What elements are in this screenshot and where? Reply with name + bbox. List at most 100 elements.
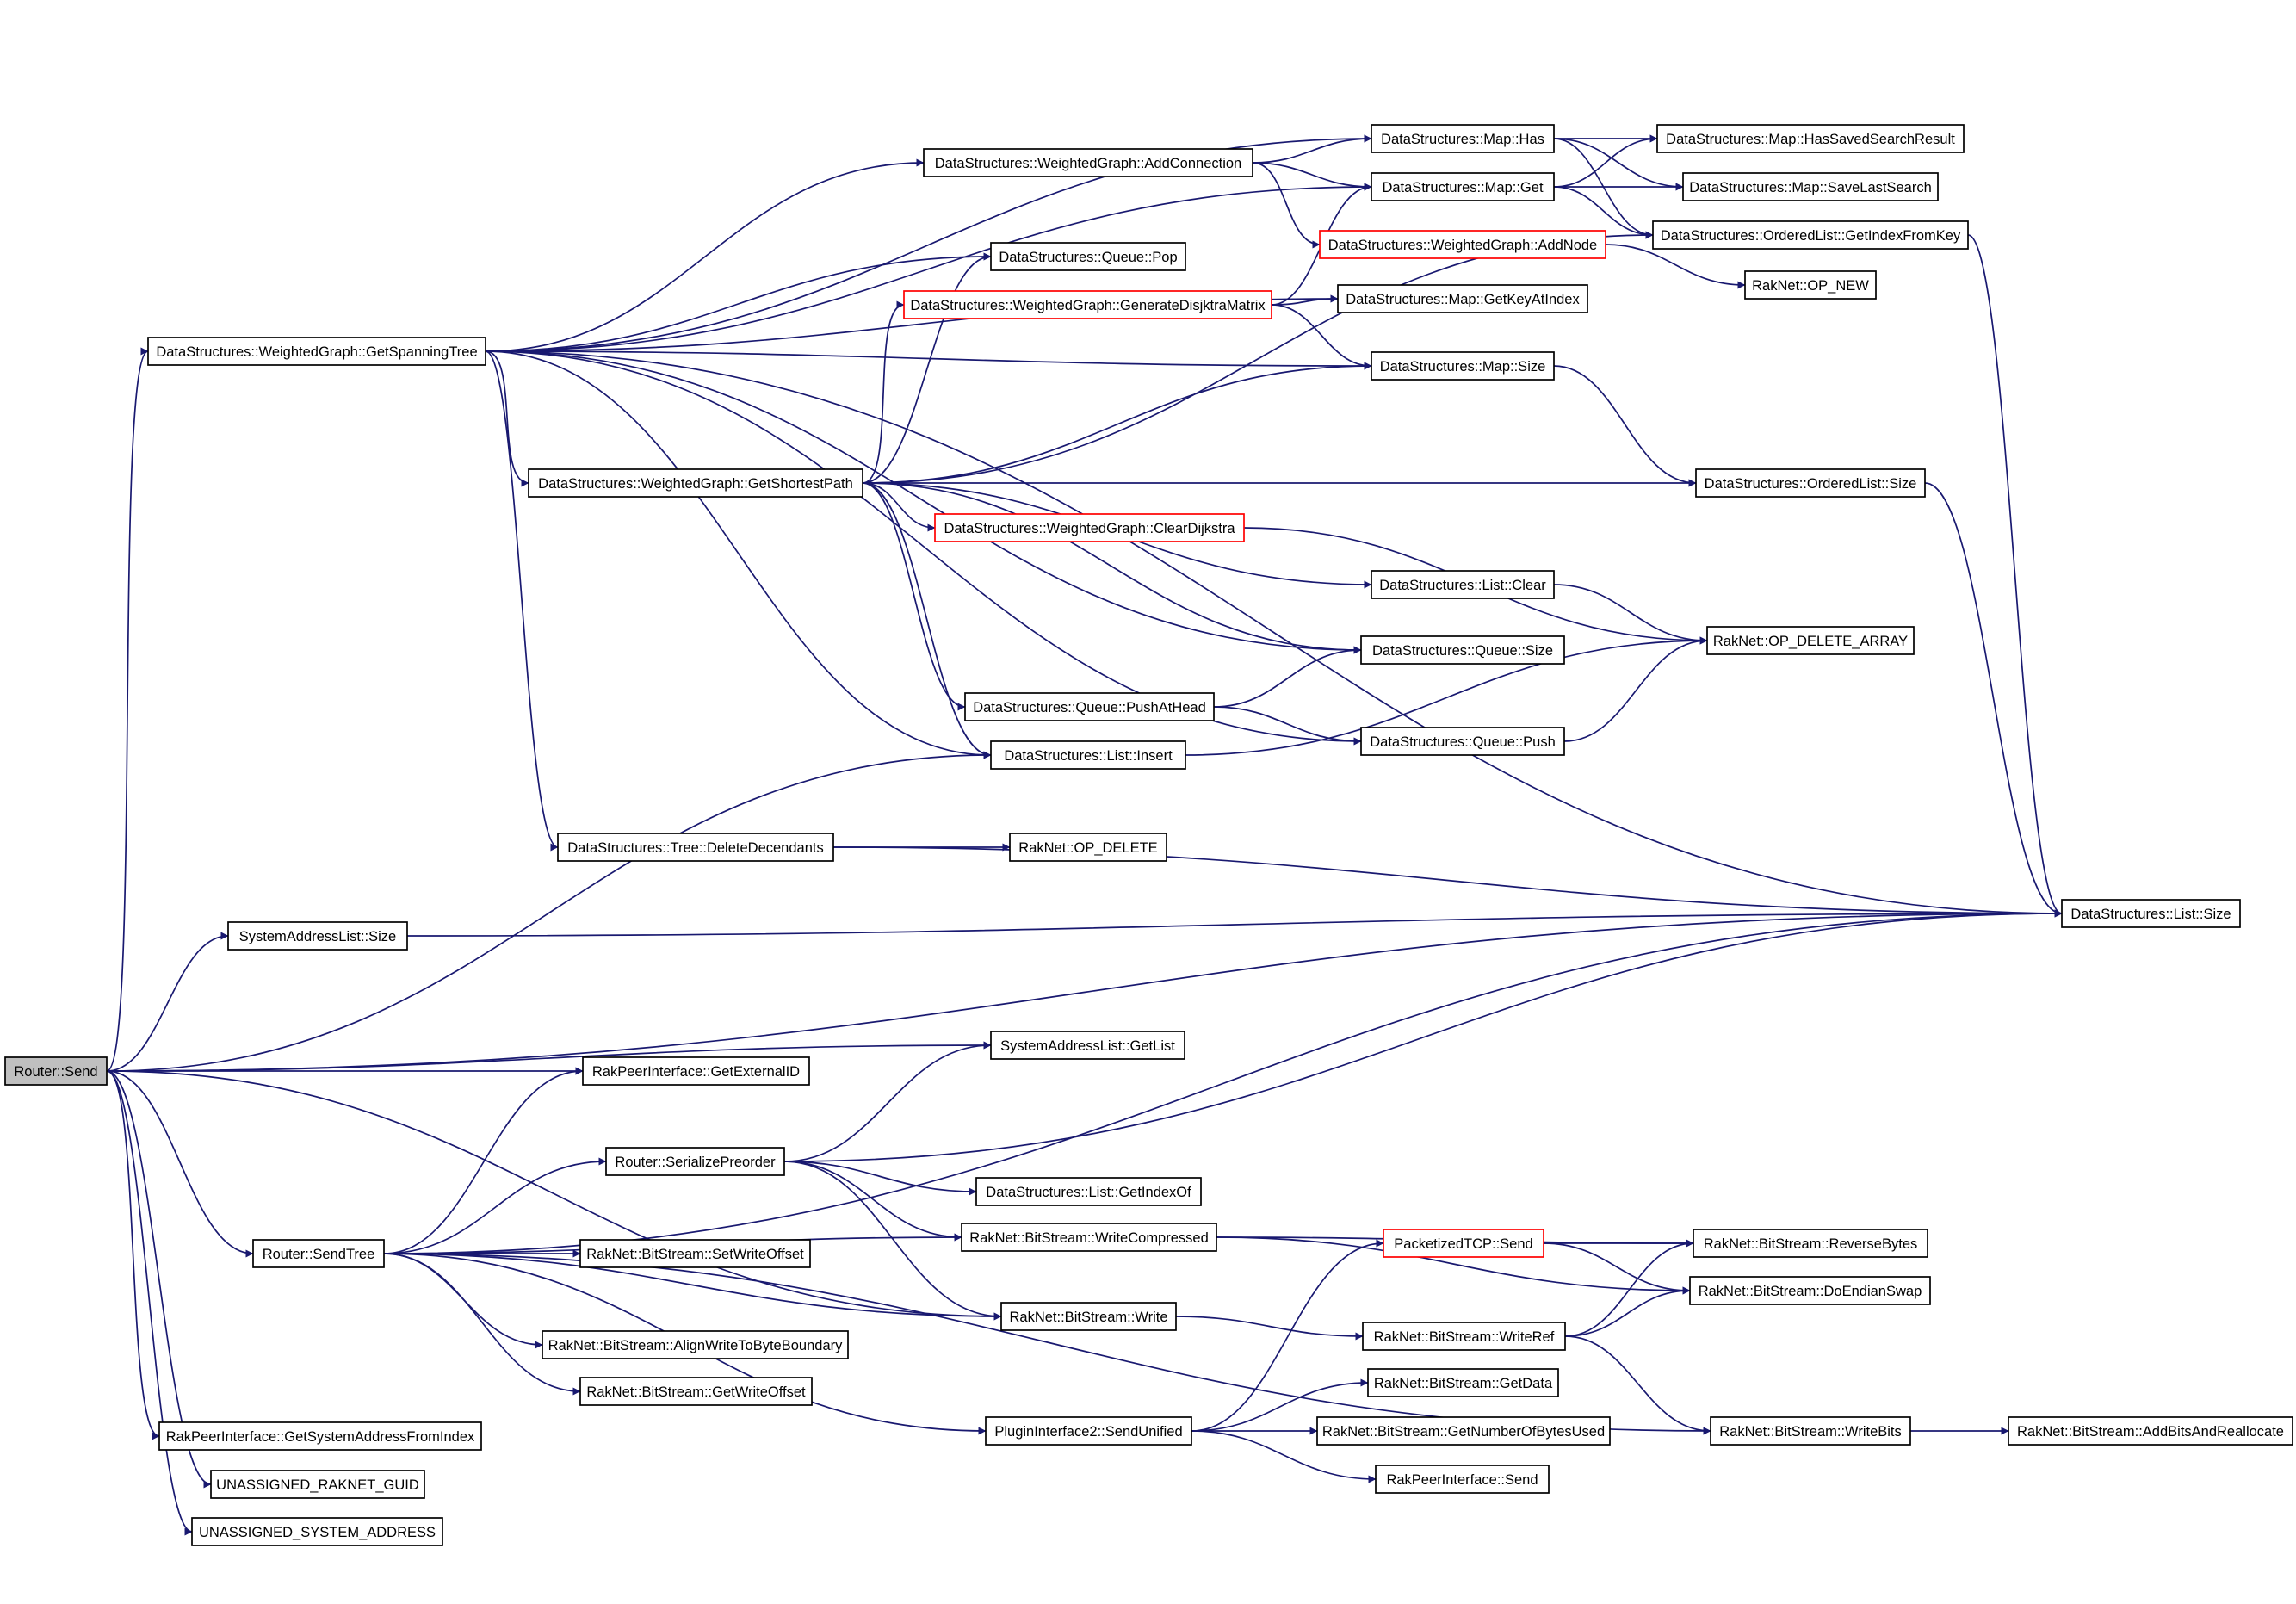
node-wg-addconnection[interactable]: DataStructures::WeightedGraph::AddConnec… — [923, 148, 1253, 177]
node-unassigned-sysaddr[interactable]: UNASSIGNED_SYSTEM_ADDRESS — [191, 1517, 443, 1546]
node-label: Router::SendTree — [263, 1247, 375, 1262]
node-label: DataStructures::Map::Get — [1382, 180, 1543, 195]
node-map-hassavedsearchresult[interactable]: DataStructures::Map::HasSavedSearchResul… — [1656, 124, 1965, 153]
node-bs-alignwrite[interactable]: RakNet::BitStream::AlignWriteToByteBound… — [542, 1330, 849, 1359]
node-raknet-op-new[interactable]: RakNet::OP_NEW — [1744, 270, 1877, 300]
node-box — [975, 1177, 1202, 1206]
node-bs-writebits[interactable]: RakNet::BitStream::WriteBits — [1710, 1416, 1911, 1446]
node-label: RakNet::OP_DELETE_ARRAY — [1713, 634, 1908, 649]
node-list-insert[interactable]: DataStructures::List::Insert — [990, 740, 1186, 770]
node-box — [605, 1147, 785, 1176]
node-label: DataStructures::Map::Has — [1381, 132, 1544, 147]
node-wg-cleardijkstra[interactable]: DataStructures::WeightedGraph::ClearDijk… — [934, 513, 1245, 542]
node-box — [579, 1377, 813, 1406]
edge-wg-getshortestpath-to-queue-size — [862, 482, 1362, 654]
node-router-sendtree[interactable]: Router::SendTree — [252, 1239, 385, 1268]
node-box — [528, 468, 863, 498]
node-box — [1744, 270, 1877, 300]
node-bs-getwriteoffset[interactable]: RakNet::BitStream::GetWriteOffset — [579, 1377, 813, 1406]
node-box — [1656, 124, 1965, 153]
node-bs-reversebytes[interactable]: RakNet::BitStream::ReverseBytes — [1693, 1229, 1928, 1258]
node-box — [4, 1056, 108, 1086]
node-list-clear[interactable]: DataStructures::List::Clear — [1371, 570, 1555, 599]
edge-orderedlist-size-to-list-size — [1924, 482, 2063, 918]
node-bs-doendianswap[interactable]: RakNet::BitStream::DoEndianSwap — [1689, 1276, 1931, 1305]
node-orderedlist-size[interactable]: DataStructures::OrderedList::Size — [1695, 468, 1926, 498]
node-systemaddresslist-size[interactable]: SystemAddressList::Size — [227, 921, 408, 951]
edge-bs-writeref-to-bs-reversebytes — [1564, 1239, 1694, 1337]
node-wg-getshortestpath[interactable]: DataStructures::WeightedGraph::GetShorte… — [528, 468, 863, 498]
node-map-has[interactable]: DataStructures::Map::Has — [1371, 124, 1555, 153]
edge-router-serializepreorder-to-bs-write — [783, 1161, 1002, 1321]
node-box — [252, 1239, 385, 1268]
node-wg-generatematrix[interactable]: DataStructures::WeightedGraph::GenerateD… — [903, 290, 1272, 319]
node-box — [2061, 899, 2241, 928]
node-wg-addnode[interactable]: DataStructures::WeightedGraph::AddNode — [1319, 230, 1606, 259]
node-label: DataStructures::Tree::DeleteDecendants — [567, 840, 823, 856]
node-bs-addbitsandreallocate[interactable]: RakNet::BitStream::AddBitsAndReallocate — [2008, 1416, 2293, 1446]
node-box — [1009, 833, 1167, 862]
node-queue-size[interactable]: DataStructures::Queue::Size — [1360, 635, 1565, 665]
edge-map-size-to-orderedlist-size — [1553, 365, 1697, 487]
node-bs-writeref[interactable]: RakNet::BitStream::WriteRef — [1362, 1322, 1566, 1351]
edge-wg-getshortestpath-to-wg-generatematrix — [862, 300, 905, 484]
edge-wg-addconnection-to-map-has — [1252, 134, 1372, 164]
node-label: RakNet::BitStream::AddBitsAndReallocate — [2017, 1424, 2284, 1440]
edge-router-send-to-systemaddresslist-getlist — [106, 1041, 992, 1072]
node-box — [1337, 284, 1588, 313]
node-map-getkeyatindex[interactable]: DataStructures::Map::GetKeyAtIndex — [1337, 284, 1588, 313]
node-label: RakNet::BitStream::WriteCompressed — [969, 1230, 1209, 1246]
node-label: RakNet::BitStream::GetData — [1374, 1376, 1553, 1391]
edges-layer — [106, 134, 2063, 1536]
node-map-savelastsearch[interactable]: DataStructures::Map::SaveLastSearch — [1682, 172, 1939, 201]
edge-queue-pushathead-to-queue-size — [1213, 646, 1362, 708]
node-raknet-op-delete[interactable]: RakNet::OP_DELETE — [1009, 833, 1167, 862]
node-systemaddresslist-getlist[interactable]: SystemAddressList::GetList — [990, 1031, 1185, 1060]
node-rakpeer-send[interactable]: RakPeerInterface::Send — [1375, 1465, 1550, 1494]
edge-map-get-to-orderedlist-getindexfromkey — [1553, 186, 1654, 239]
node-router-serializepreorder[interactable]: Router::SerializePreorder — [605, 1147, 785, 1176]
node-box — [1693, 1229, 1928, 1258]
node-bs-write[interactable]: RakNet::BitStream::Write — [1000, 1302, 1177, 1331]
node-map-size[interactable]: DataStructures::Map::Size — [1371, 351, 1555, 381]
edge-wg-getspanningtree-to-queue-pop — [485, 252, 992, 352]
node-orderedlist-getindexfromkey[interactable]: DataStructures::OrderedList::GetIndexFro… — [1652, 220, 1969, 250]
node-bs-getnumberofbytesused[interactable]: RakNet::BitStream::GetNumberOfBytesUsed — [1316, 1416, 1611, 1446]
node-bs-getdata[interactable]: RakNet::BitStream::GetData — [1367, 1368, 1559, 1397]
edge-wg-addconnection-to-wg-addnode — [1252, 162, 1321, 249]
node-bs-setwriteoffset[interactable]: RakNet::BitStream::SetWriteOffset — [579, 1239, 811, 1268]
node-queue-pushathead[interactable]: DataStructures::Queue::PushAtHead — [964, 692, 1215, 721]
edge-router-serializepreorder-to-list-getindexof — [783, 1161, 977, 1196]
node-unassigned-guid[interactable]: UNASSIGNED_RAKNET_GUID — [210, 1470, 425, 1499]
node-queue-push[interactable]: DataStructures::Queue::Push — [1360, 727, 1565, 756]
edge-plugin-sendunified-to-rakpeer-send — [1191, 1430, 1377, 1483]
edge-wg-addconnection-to-map-get — [1252, 162, 1372, 191]
node-box — [990, 740, 1186, 770]
node-label: DataStructures::Queue::PushAtHead — [973, 700, 1206, 715]
node-label: RakPeerInterface::GetSystemAddressFromIn… — [166, 1429, 475, 1445]
node-tree-deletedecendants[interactable]: DataStructures::Tree::DeleteDecendants — [557, 833, 834, 862]
node-box — [1652, 220, 1969, 250]
node-box — [1706, 626, 1915, 655]
node-list-getindexof[interactable]: DataStructures::List::GetIndexOf — [975, 1177, 1202, 1206]
node-label: DataStructures::Map::HasSavedSearchResul… — [1666, 132, 1955, 147]
node-box — [1371, 570, 1555, 599]
node-box — [990, 1031, 1185, 1060]
edge-wg-getshortestpath-to-map-size — [862, 362, 1372, 484]
node-label: RakNet::OP_NEW — [1752, 278, 1869, 294]
node-label: RakNet::BitStream::ReverseBytes — [1704, 1236, 1918, 1252]
node-bs-writecompressed[interactable]: RakNet::BitStream::WriteCompressed — [961, 1223, 1217, 1252]
node-rakpeer-getsysaddr[interactable]: RakPeerInterface::GetSystemAddressFromIn… — [158, 1421, 482, 1451]
node-queue-pop[interactable]: DataStructures::Queue::Pop — [990, 242, 1186, 271]
node-wg-getspanningtree[interactable]: DataStructures::WeightedGraph::GetSpanni… — [147, 337, 486, 366]
node-map-get[interactable]: DataStructures::Map::Get — [1371, 172, 1555, 201]
edge-map-get-to-map-hassavedsearchresult — [1553, 134, 1658, 188]
edge-plugin-sendunified-to-packetizedtcp-send — [1191, 1239, 1384, 1432]
node-list-size[interactable]: DataStructures::List::Size — [2061, 899, 2241, 928]
node-packetizedtcp-send[interactable]: PacketizedTCP::Send — [1383, 1229, 1544, 1258]
node-rakpeer-getexternalid[interactable]: RakPeerInterface::GetExternalID — [582, 1056, 810, 1086]
node-plugin-sendunified[interactable]: PluginInterface2::SendUnified — [985, 1416, 1192, 1446]
edge-bs-writeref-to-bs-doendianswap — [1564, 1286, 1691, 1337]
node-raknet-op-delete-array[interactable]: RakNet::OP_DELETE_ARRAY — [1706, 626, 1915, 655]
node-router-send[interactable]: Router::Send — [4, 1056, 108, 1086]
